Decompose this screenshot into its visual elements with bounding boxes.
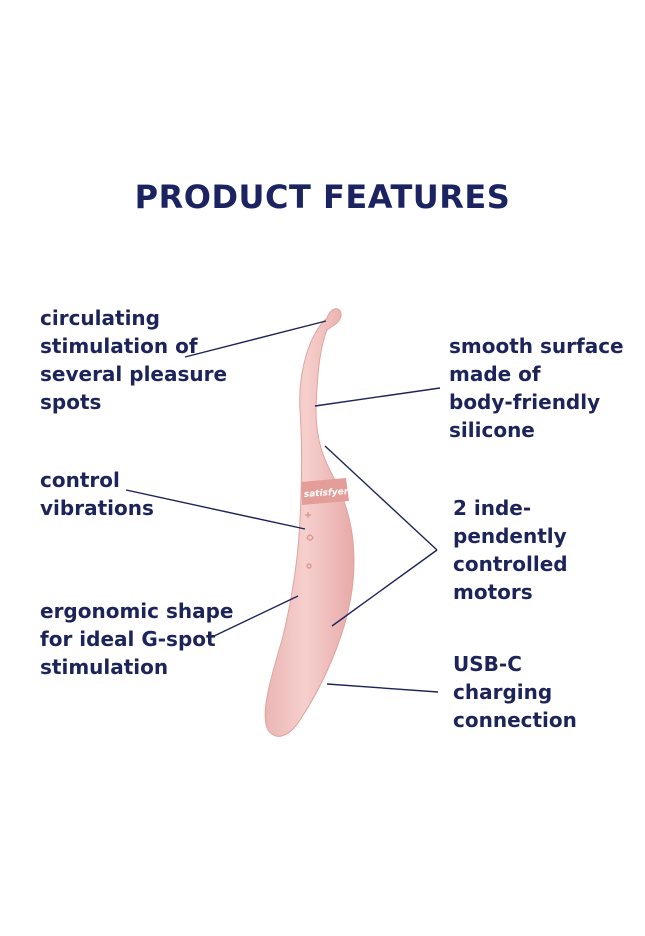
mode-button-icon <box>306 534 314 541</box>
feature-usb-c-charging: USB-C charging connection <box>453 652 577 732</box>
feature-circulating-stimulation: circulating stimulation of several pleas… <box>40 306 228 414</box>
feature-control-vibrations: control vibrations <box>40 468 154 520</box>
line-motor-lower <box>331 549 438 627</box>
control-buttons <box>305 512 314 569</box>
connector-lines <box>125 320 441 693</box>
line-usb <box>326 683 439 693</box>
line-ergonomic <box>211 595 299 638</box>
feature-ergonomic-shape: ergonomic shape for ideal G-spot stimula… <box>40 599 234 679</box>
plus-button-icon <box>305 512 311 518</box>
vibrator-body <box>264 308 355 737</box>
brand-band-text: satisfyer <box>304 487 350 500</box>
line-controls <box>125 489 306 530</box>
line-surface <box>314 387 441 407</box>
line-motor-upper <box>324 445 438 551</box>
minus-button-icon <box>306 563 312 569</box>
brand-band <box>301 478 349 505</box>
page-title: PRODUCT FEATURES <box>134 178 511 216</box>
feature-independent-motors: 2 inde- pendently controlled motors <box>453 496 568 604</box>
line-tip <box>184 320 327 358</box>
feature-smooth-surface: smooth surface made of body-friendly sil… <box>449 334 624 442</box>
